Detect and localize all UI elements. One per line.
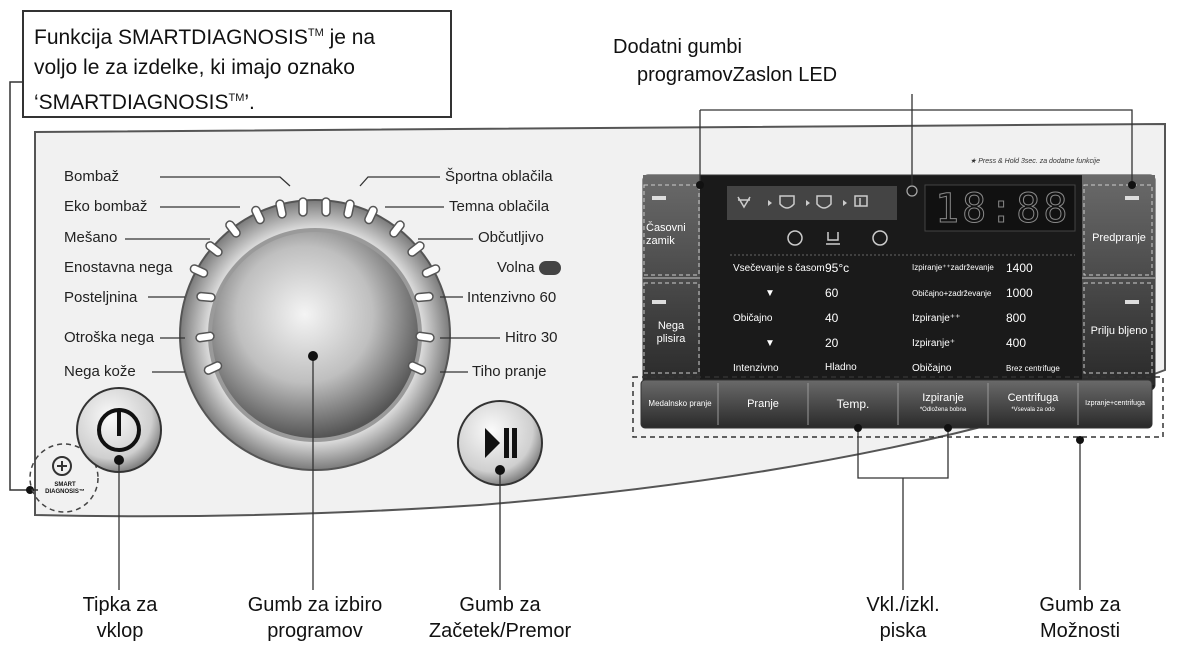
option-label: Izpiranje bbox=[922, 392, 964, 404]
callout-line-1: Funkcija SMARTDIAGNOSIS bbox=[34, 26, 308, 49]
hold-note: ★ Press & Hold 3sec. za dodatne funkcije bbox=[970, 158, 1101, 165]
crease-care-button[interactable]: Nega plisira bbox=[646, 320, 696, 346]
power-label-1: Tipka za bbox=[82, 594, 158, 616]
start-label-2: Začetek/Premor bbox=[428, 620, 572, 642]
disp-c4-r2: 1000 bbox=[1006, 286, 1033, 300]
option-sublabel: *Vsevala za odo bbox=[1011, 407, 1055, 413]
program-bedding[interactable]: Posteljnina bbox=[64, 289, 138, 306]
disp-c2-r2: 60 bbox=[825, 286, 839, 300]
disp-c1-r5: Intenzivno bbox=[733, 363, 779, 374]
callout-line-1b: je na bbox=[323, 26, 376, 49]
options-label-1: Gumb za bbox=[1039, 594, 1121, 616]
option-label: Temp. bbox=[836, 397, 870, 411]
program-dark-wash[interactable]: Temna oblačila bbox=[449, 198, 550, 215]
led-time: 18:88 bbox=[934, 186, 1071, 233]
program-wool-label: Volna bbox=[497, 259, 535, 276]
prewash-button[interactable]: Predpranje bbox=[1092, 232, 1146, 244]
program-sportswear[interactable]: Športna oblačila bbox=[445, 168, 553, 185]
dial-label-2: programov bbox=[267, 620, 363, 642]
options-dashed-frame bbox=[632, 376, 1164, 438]
power-button-label: Tipka za vklop bbox=[40, 592, 200, 644]
callout-leader bbox=[9, 81, 38, 491]
option-button-temp[interactable]: Temp. bbox=[808, 383, 898, 425]
smartdiagnosis-callout: Funkcija SMARTDIAGNOSISTM je na voljo le… bbox=[22, 10, 452, 118]
program-cotton[interactable]: Bombaž bbox=[64, 168, 120, 185]
option-sublabel: *Odložena bobna bbox=[919, 407, 967, 413]
delay-timer-label-1: Časovni bbox=[646, 222, 686, 234]
option-label: Pranje bbox=[747, 398, 779, 410]
disp-c3-r2: Običajno+zadrževanje bbox=[912, 289, 992, 298]
extra-buttons-led-label: programovZaslon LED bbox=[637, 62, 837, 88]
options-button-label: Gumb za Možnosti bbox=[1000, 592, 1160, 644]
options-button-bar bbox=[640, 379, 1153, 429]
start-pause-label: Gumb za Začetek/Premor bbox=[410, 592, 590, 644]
program-wool[interactable]: Volna bbox=[497, 259, 561, 276]
disp-c4-r1: 1400 bbox=[1006, 261, 1033, 275]
callout-tm-3: TM bbox=[228, 92, 245, 104]
program-dial-label: Gumb za izbiro programov bbox=[215, 592, 415, 644]
disp-c3-r4: Izpiranje⁺ bbox=[912, 338, 956, 349]
badge-line-2: DIAGNOSIS™ bbox=[45, 489, 85, 495]
callout-line-3b: ’. bbox=[244, 91, 255, 114]
option-button-wash[interactable]: Pranje bbox=[718, 383, 808, 425]
extra-buttons-label-2: programov bbox=[637, 64, 733, 86]
favorite-button[interactable]: Prilju bljeno bbox=[1090, 325, 1148, 337]
smartdiagnosis-badge-ring bbox=[29, 443, 99, 513]
callout-line-2: voljo le za izdelke, ki imajo oznako bbox=[34, 56, 355, 79]
disp-c4-r4: 400 bbox=[1006, 336, 1027, 350]
program-eco-cotton[interactable]: Eko bombaž bbox=[64, 198, 148, 215]
power-label-2: vklop bbox=[96, 620, 144, 642]
program-quick-30[interactable]: Hitro 30 bbox=[505, 329, 558, 346]
program-easy-care[interactable]: Enostavna nega bbox=[64, 259, 173, 276]
smartdiagnosis-badge[interactable]: SMART DIAGNOSIS™ bbox=[45, 482, 85, 496]
option-label: Centrifuga bbox=[1007, 392, 1059, 404]
disp-c1-r2: ▼ bbox=[765, 288, 775, 299]
option-button-medical[interactable]: Medalnsko pranje bbox=[642, 383, 718, 425]
option-label: Medalnsko pranje bbox=[648, 399, 712, 408]
option-label: Izpranje+centrifuga bbox=[1085, 400, 1145, 407]
program-intensive-60[interactable]: Intenzivno 60 bbox=[467, 289, 557, 306]
extra-buttons-label-1: Dodatni gumbi bbox=[613, 36, 742, 58]
program-dial bbox=[212, 232, 418, 438]
disp-c2-r3: 40 bbox=[825, 311, 839, 325]
start-label-1: Gumb za bbox=[459, 594, 541, 616]
disp-c1-r4: ▼ bbox=[765, 338, 775, 349]
options-label-2: Možnosti bbox=[1039, 620, 1121, 642]
option-button-rinse[interactable]: Izpiranje *Odložena bobna bbox=[898, 383, 988, 425]
disp-c1-r3: Običajno bbox=[733, 313, 773, 324]
delay-timer-label-2: zamik bbox=[646, 235, 675, 247]
disp-c3-r1: Izpiranje⁺⁺zadrževanje bbox=[912, 263, 994, 272]
led-display-panel bbox=[642, 174, 1156, 391]
disp-c1-r1: Vsečevanje s časom bbox=[733, 263, 825, 274]
disp-c3-r3: Izpiranje⁺⁺ bbox=[912, 313, 961, 324]
crease-care-label-1: Nega bbox=[657, 320, 685, 332]
disp-c4-r5: Brez centrifuge bbox=[1006, 364, 1060, 373]
callout-line-3: ‘SMARTDIAGNOSIS bbox=[34, 91, 229, 114]
led-display-label: Zaslon LED bbox=[732, 64, 838, 86]
dial-label-1: Gumb za izbiro bbox=[247, 594, 383, 616]
disp-c2-r4: 20 bbox=[825, 336, 839, 350]
wool-icon bbox=[538, 261, 561, 276]
program-baby-care[interactable]: Otroška nega bbox=[64, 329, 155, 346]
program-skin-care[interactable]: Nega kože bbox=[64, 363, 136, 380]
callout-tm-1: TM bbox=[307, 27, 324, 39]
program-silent-wash[interactable]: Tiho pranje bbox=[472, 363, 547, 380]
disp-c3-r5: Običajno bbox=[912, 363, 952, 374]
beep-toggle-label: Vkl./izkl. piska bbox=[823, 592, 983, 644]
crease-care-label-2: plisira bbox=[656, 333, 686, 345]
option-button-rinse-spin[interactable]: Izpranje+centrifuga bbox=[1078, 383, 1152, 425]
disp-c2-r5: Hladno bbox=[825, 362, 857, 373]
disp-c4-r3: 800 bbox=[1006, 311, 1027, 325]
delay-timer-button[interactable]: Časovni zamik bbox=[646, 222, 696, 248]
program-delicate[interactable]: Občutljivo bbox=[478, 229, 544, 246]
badge-line-1: SMART bbox=[54, 482, 76, 488]
disp-c2-r1: 95°c bbox=[825, 261, 850, 275]
beep-label-2: piska bbox=[879, 620, 927, 642]
beep-label-1: Vkl./izkl. bbox=[866, 594, 940, 616]
option-button-spin[interactable]: Centrifuga *Vsevala za odo bbox=[988, 383, 1078, 425]
program-mixed[interactable]: Mešano bbox=[64, 229, 118, 246]
